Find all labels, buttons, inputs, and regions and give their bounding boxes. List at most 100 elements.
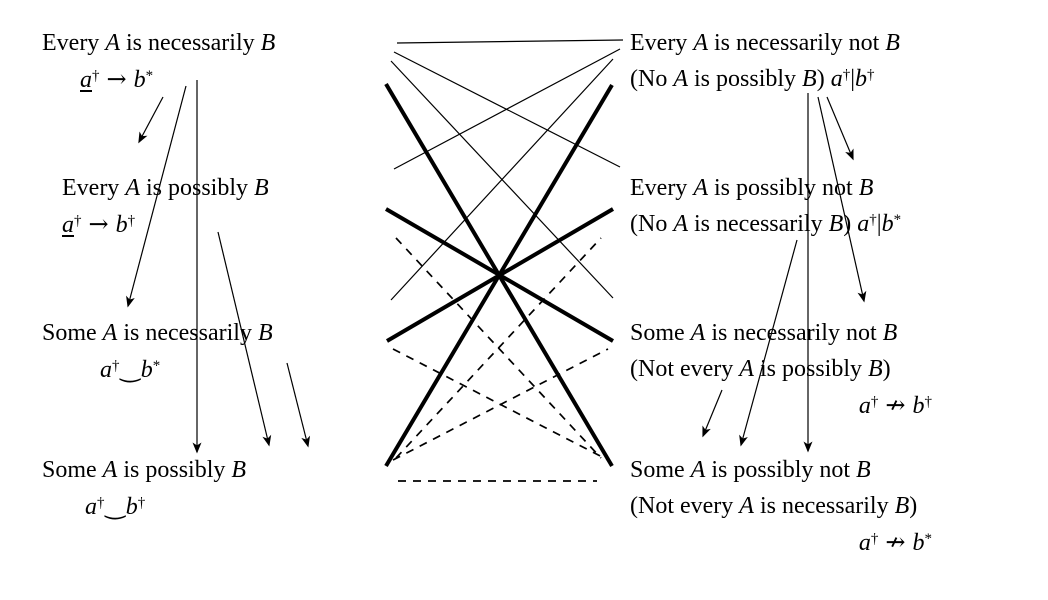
paraphrase-line: (No A is possibly B) a†|b† xyxy=(630,61,932,97)
math-variable: b xyxy=(115,212,128,238)
math-variable: a xyxy=(830,66,843,92)
math-variable: A xyxy=(693,175,708,201)
text-run: Every xyxy=(42,30,106,56)
text-run: ) xyxy=(909,493,918,519)
math-variable: A xyxy=(739,356,754,382)
superscript-mark: † xyxy=(92,68,100,84)
math-variable: b xyxy=(125,494,138,520)
math-variable: A xyxy=(739,493,754,519)
math-variable: a xyxy=(85,494,97,520)
math-variable: A xyxy=(693,30,708,56)
text-run: ) xyxy=(843,211,858,237)
superscript-mark: † xyxy=(870,394,879,410)
superscript-mark: † xyxy=(924,394,933,410)
text-run: is possibly xyxy=(753,356,868,382)
formula-line: a†→b* xyxy=(80,61,342,98)
math-variable: A xyxy=(102,457,118,483)
formula-line: a†‿b† xyxy=(85,488,342,525)
math-variable: B xyxy=(882,320,898,346)
text-run: Some xyxy=(42,457,103,483)
superscript-mark: † xyxy=(127,213,136,229)
statement-line: Every A is possibly B xyxy=(62,170,362,206)
text-run: is possibly xyxy=(139,175,255,201)
formula-line: a†→b† xyxy=(62,206,362,243)
paraphrase-line: (Not every A is necessarily B) xyxy=(630,488,932,524)
formula-line: a†‿b* xyxy=(100,351,342,388)
text-run: Every xyxy=(630,30,694,56)
text-run: is necessarily not xyxy=(705,320,883,346)
math-variable: A xyxy=(105,30,120,56)
paraphrase-line: (No A is necessarily B) a†|b* xyxy=(630,206,932,242)
math-variable-underlined: a xyxy=(62,212,74,238)
text-run: is necessarily xyxy=(117,320,258,346)
text-run: Every xyxy=(630,175,694,201)
superscript-mark: * xyxy=(893,212,902,228)
superscript-mark: * xyxy=(924,531,933,547)
math-variable: B xyxy=(802,66,817,92)
proposition-R2: Every A is possibly not B(No A is necess… xyxy=(630,170,932,242)
text-run: Some xyxy=(630,320,691,346)
math-variable: B xyxy=(894,493,910,519)
subalternation-arrow-L1-L2 xyxy=(138,96,164,144)
superscript-mark: † xyxy=(867,67,875,83)
relation-contrariety-L1-R1 xyxy=(396,39,624,44)
text-run: is possibly not xyxy=(707,175,859,201)
operator-symbol: → xyxy=(88,210,109,238)
proposition-R4: Some A is possibly not B(Not every A is … xyxy=(630,452,932,561)
math-variable: B xyxy=(828,211,844,237)
subalternation-arrow-R1-R3 xyxy=(817,96,867,303)
text-run: is possibly not xyxy=(705,457,857,483)
math-variable: B xyxy=(254,175,269,201)
math-variable: b xyxy=(140,357,153,383)
relation-subcontrariety-L4-R2 xyxy=(395,237,602,459)
text-run: (No xyxy=(630,66,674,92)
math-variable: A xyxy=(102,320,118,346)
statement-line: Every A is necessarily not B xyxy=(630,25,932,61)
text-run: | xyxy=(850,66,856,92)
statement-line: Every A is necessarily B xyxy=(42,25,342,61)
text-run: ) xyxy=(882,356,891,382)
paraphrase-line: (Not every A is possibly B) xyxy=(630,351,932,387)
math-variable: B xyxy=(257,320,273,346)
math-variable: A xyxy=(690,457,706,483)
math-variable: b xyxy=(133,67,146,93)
text-run: is possibly xyxy=(688,66,803,92)
superscript-mark: † xyxy=(842,67,851,83)
math-variable: B xyxy=(868,356,883,382)
text-run: is possibly xyxy=(117,457,232,483)
subalternation-arrow-R2-R4 xyxy=(739,239,798,447)
relation-contrariety-L3-R1 xyxy=(390,58,614,301)
math-variable: b xyxy=(912,530,925,556)
formula-line: a†↛b* xyxy=(630,524,932,561)
relation-subcontrariety-L4-R3 xyxy=(392,348,609,461)
undertie-symbol: ‿ xyxy=(120,355,140,383)
statement-line: Every A is possibly not B xyxy=(630,170,932,206)
superscript-mark: † xyxy=(870,531,879,547)
proposition-R3: Some A is necessarily not B(Not every A … xyxy=(630,315,932,424)
superscript-mark: * xyxy=(145,68,154,84)
math-variable: B xyxy=(231,457,247,483)
math-variable: a xyxy=(858,393,871,419)
math-variable: b xyxy=(912,393,925,419)
math-variable: b xyxy=(855,66,868,92)
math-variable: A xyxy=(690,320,706,346)
math-variable: A xyxy=(673,211,688,237)
text-run: is necessarily not xyxy=(707,30,886,56)
math-variable: a xyxy=(858,530,871,556)
text-run: (Not every xyxy=(630,493,740,519)
math-variable: A xyxy=(673,66,688,92)
math-variable: B xyxy=(856,457,871,483)
subalternation-arrow-L1-L3 xyxy=(126,85,187,308)
superscript-mark: † xyxy=(97,495,105,511)
subalternation-arrow-R3-R4 xyxy=(702,389,723,438)
math-variable: A xyxy=(125,175,140,201)
subalternation-arrow-L3-L4 xyxy=(286,362,311,448)
math-variable: B xyxy=(858,175,874,201)
superscript-mark: * xyxy=(152,358,161,374)
